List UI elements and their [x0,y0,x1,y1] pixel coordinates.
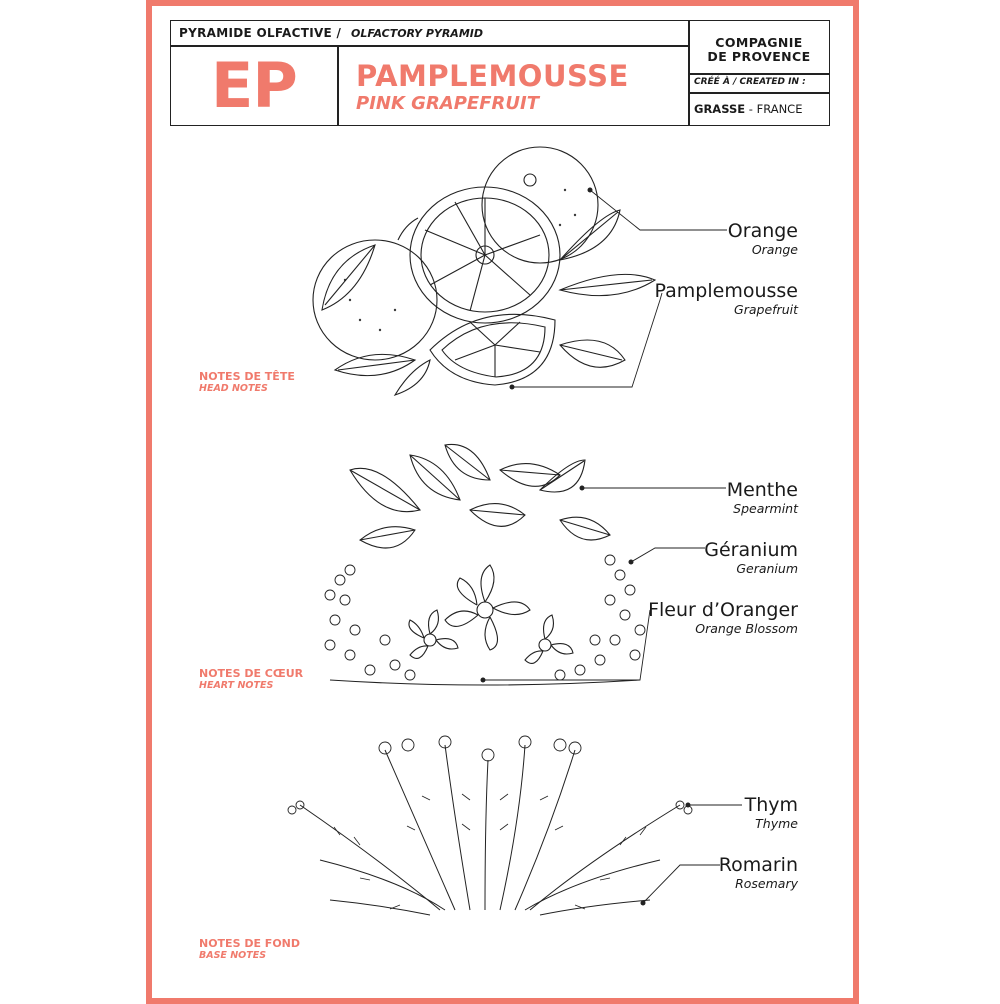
section-label-en: HEAD NOTES [199,383,268,394]
note-name-en: Geranium [736,561,798,576]
note-orange-blossom: Fleur d’Oranger Orange Blossom [648,599,798,637]
note-name-fr: Fleur d’Oranger [648,599,798,621]
note-rosemary: Romarin Rosemary [719,854,798,892]
pyramid-label: PYRAMIDE OLFACTIVE / [179,26,342,40]
thyme-rosemary-illustration [287,735,693,916]
fragrance-name: PAMPLEMOUSSE [356,59,629,93]
note-name-fr: Géranium [704,539,798,561]
note-name-en: Spearmint [733,501,798,516]
divider [688,73,830,75]
note-grapefruit: Pamplemousse Grapefruit [655,280,798,318]
section-label-en: HEART NOTES [199,680,274,691]
divider [171,45,688,47]
divider [688,92,830,94]
note-name-fr: Orange [727,220,798,242]
origin: GRASSE - FRANCE [694,102,802,116]
note-name-en: Rosemary [735,876,798,891]
note-geranium: Géranium Geranium [704,539,798,577]
pyramid-label-en: OLFACTORY PYRAMID [351,27,483,40]
section-label-head: NOTES DE TÊTE HEAD NOTES [199,370,295,394]
section-label-base: NOTES DE FOND BASE NOTES [199,937,300,961]
monogram: EP [211,49,298,122]
note-name-en: Grapefruit [734,302,798,317]
section-label-fr: NOTES DE TÊTE [199,370,295,383]
note-name-en: Orange Blossom [695,621,798,636]
fragrance-name-en: PINK GRAPEFRUIT [356,93,539,114]
leader-lines [483,189,742,904]
herbal-floral-illustration [324,443,646,686]
page-frame [146,0,859,1004]
citrus-illustration [312,146,657,396]
note-orange: Orange Orange [728,220,798,258]
created-label: CRÉÉ À / CREATED IN : [694,77,806,87]
section-label-en: BASE NOTES [199,950,267,961]
divider [337,46,339,126]
note-name-en: Orange [751,242,798,257]
header-table: PYRAMIDE OLFACTIVE / OLFACTORY PYRAMID E… [170,20,830,126]
section-label-heart: NOTES DE CŒUR HEART NOTES [199,667,303,691]
origin-country: FRANCE [756,102,803,116]
section-label-fr: NOTES DE CŒUR [199,667,304,680]
brand-line-2: DE PROVENCE [707,49,811,64]
section-label-fr: NOTES DE FOND [199,937,301,950]
origin-separator: - [745,102,757,116]
note-name-en: Thyme [755,816,798,831]
brand-name: COMPAGNIE DE PROVENCE [688,36,830,64]
origin-city: GRASSE [694,102,746,116]
note-thyme: Thym Thyme [745,794,798,832]
note-spearmint: Menthe Spearmint [727,479,798,517]
brand-line-1: COMPAGNIE [715,35,803,50]
note-name-fr: Romarin [718,854,798,876]
note-name-fr: Pamplemousse [654,280,798,302]
note-name-fr: Thym [744,794,798,816]
note-name-fr: Menthe [726,479,798,501]
